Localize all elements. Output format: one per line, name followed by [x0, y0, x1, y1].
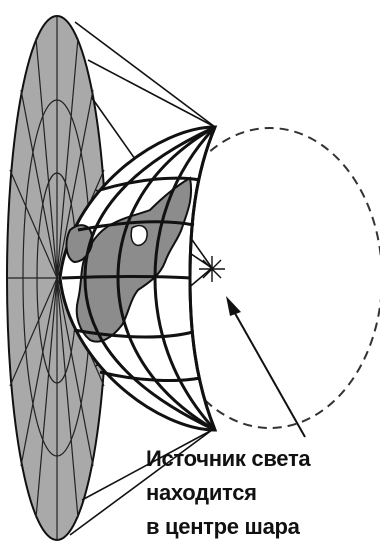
caption-line-2: находится	[146, 476, 310, 510]
continent-island	[131, 226, 147, 246]
light-source-star	[199, 256, 225, 282]
caption-line-3: в центре шара	[146, 510, 310, 544]
caption-text: Источник света находится в центре шара	[146, 442, 310, 544]
caption-line-1: Источник света	[146, 442, 310, 476]
caption-pointer	[226, 296, 305, 437]
